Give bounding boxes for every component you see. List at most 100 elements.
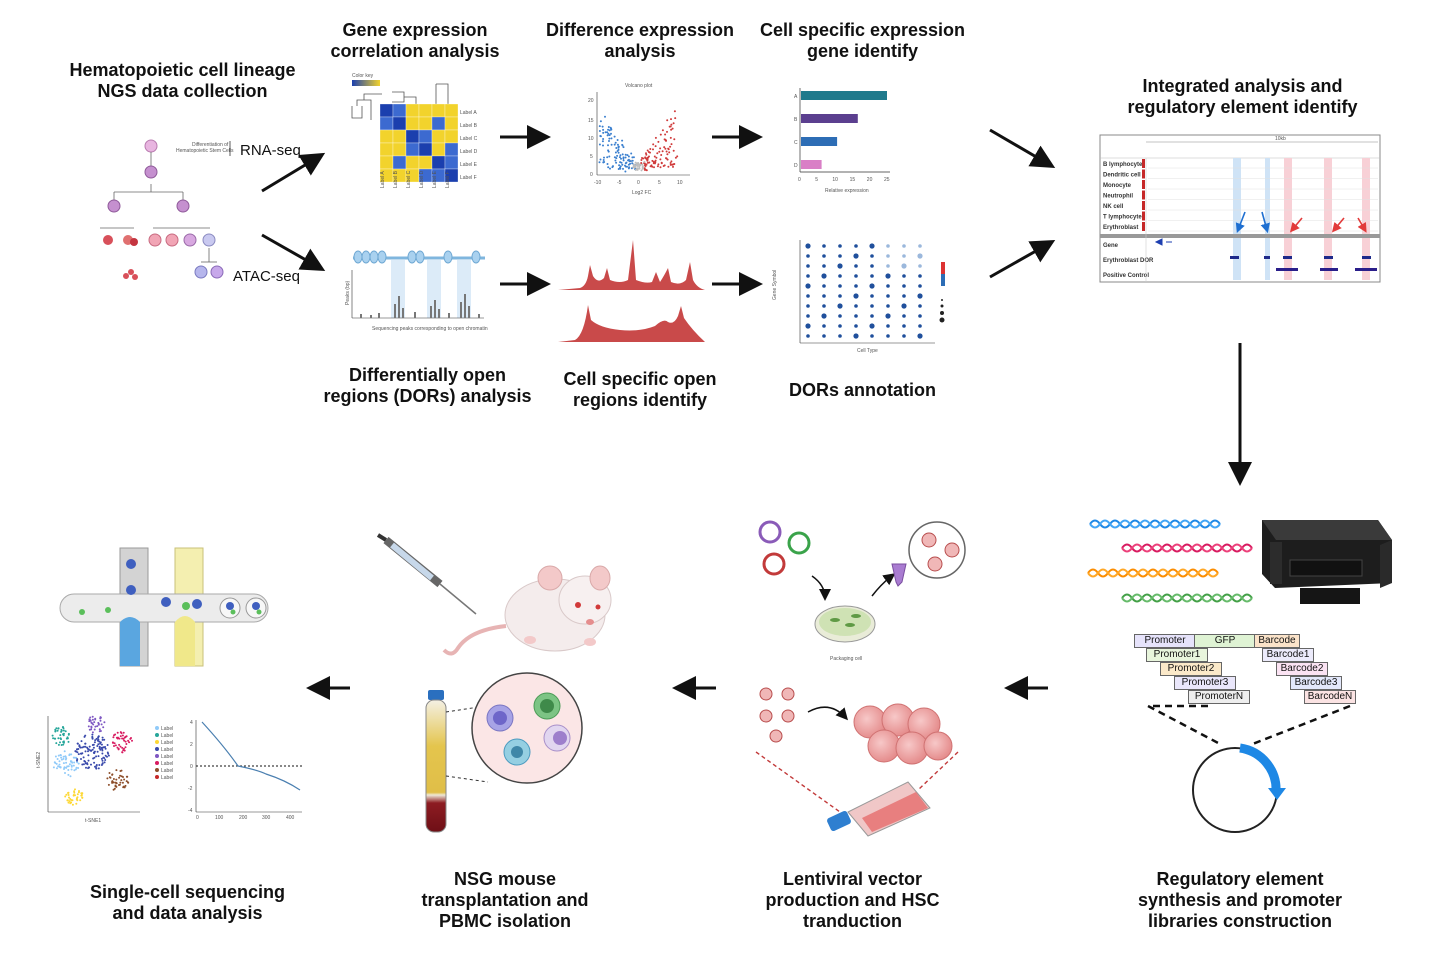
tsne-point: [60, 744, 63, 746]
volcano-point: [673, 138, 676, 141]
bar-category-label: A: [794, 94, 798, 100]
tsne-point: [107, 754, 110, 757]
bar-category-label: C: [794, 140, 798, 146]
tsne-point: [62, 743, 65, 746]
tsne-point: [114, 784, 117, 787]
lentiviral-production: Packaging cell: [755, 520, 966, 837]
tsne-point: [111, 773, 114, 776]
heatmap-cell: [405, 103, 420, 118]
dot: [822, 264, 826, 268]
tsne-legend-label: Label: [161, 733, 173, 739]
dot: [917, 293, 923, 299]
heatmap-col-label: Label F: [445, 171, 451, 188]
tsne-point: [91, 737, 94, 740]
volcano-point: [636, 167, 639, 170]
heatmap-row-label: Label C: [460, 136, 478, 142]
tsne-point: [63, 766, 66, 769]
tsne-point: [81, 796, 84, 799]
volcano-x-label: Log2 FC: [632, 190, 652, 196]
heatmap-row-label: Label E: [460, 162, 478, 168]
volcano-point: [669, 162, 672, 164]
volcano-point: [636, 164, 639, 166]
cell-specific-peaks: [558, 240, 705, 342]
peak-bar: [370, 315, 372, 318]
tsne-point: [94, 739, 97, 742]
volcano-point: [638, 167, 641, 170]
volcano-point: [619, 165, 622, 168]
tsne-point: [62, 729, 65, 732]
arrow-rna-seq: [261, 152, 326, 193]
tsne-point: [123, 739, 126, 742]
tsne-point: [77, 748, 80, 750]
volcano-point: [610, 127, 613, 130]
tsne-point: [67, 733, 70, 736]
tsne-point: [52, 766, 55, 769]
heatmap-cell: [405, 142, 420, 157]
tsne-point: [67, 773, 70, 776]
volcano-point: [668, 125, 671, 128]
heatmap-cell: [392, 129, 407, 144]
volcano-point: [646, 156, 649, 159]
tsne-point: [84, 745, 87, 748]
volcano-point: [631, 156, 634, 159]
tsne-point: [58, 760, 61, 763]
title-gene-correlation: Gene expression correlation analysis: [330, 20, 500, 61]
dot: [806, 304, 810, 308]
tsne-legend-marker: [155, 754, 159, 758]
track-bottom-label: Gene: [1103, 243, 1119, 249]
volcano-point: [616, 143, 619, 146]
svg-text:15: 15: [588, 118, 594, 124]
peak-bar: [464, 294, 466, 318]
peak-bar: [478, 314, 480, 318]
svg-text:4: 4: [190, 720, 193, 726]
tsne-point: [83, 745, 85, 748]
volcano-point: [608, 140, 610, 142]
heatmap-cell: [405, 155, 420, 170]
tsne-point: [92, 751, 95, 754]
volcano-point: [645, 169, 648, 172]
tsne-point: [114, 744, 117, 747]
peak-bar: [438, 309, 440, 318]
tsne-point: [119, 770, 122, 772]
heatmap-col-label: Label A: [380, 171, 386, 188]
tsne-point: [70, 753, 73, 756]
volcano-point: [617, 168, 620, 170]
volcano-point: [643, 168, 646, 171]
heatmap-row-label: Label D: [460, 149, 478, 155]
title-ngs: Hematopoietic cell lineage NGS data coll…: [69, 60, 296, 101]
dot: [918, 304, 922, 308]
volcano-point: [607, 126, 610, 128]
volcano-point: [629, 162, 632, 165]
peak-bars: [360, 294, 480, 318]
bar-tick-label: 0: [798, 177, 801, 183]
volcano-point: [624, 170, 627, 173]
volcano-point: [611, 166, 614, 169]
dot: [838, 244, 842, 248]
dot: [902, 294, 906, 298]
tsne-point: [88, 766, 91, 769]
volcano-point: [660, 162, 663, 165]
dot: [838, 314, 842, 318]
track-row-label: Dendritic cell: [1103, 173, 1141, 179]
volcano-point: [615, 147, 618, 149]
heatmap-cell: [444, 103, 459, 118]
tsne-point: [88, 728, 91, 731]
tsne-point: [117, 748, 120, 751]
tsne-point: [112, 778, 115, 780]
volcano-point: [625, 161, 628, 164]
tsne-point: [56, 729, 59, 732]
tsne-point: [118, 737, 121, 740]
tsne-point: [74, 768, 77, 771]
svg-text:10kb: 10kb: [1275, 136, 1286, 142]
dors-dot-plot: Cell Type Gene Symbol: [772, 240, 945, 354]
tsne-legend-marker: [155, 747, 159, 751]
peaks-y-label: Peaks (bp): [345, 280, 351, 305]
tsne-point: [127, 739, 130, 742]
library-barcode3: Barcode3: [1290, 676, 1342, 690]
heatmap-cell: [444, 129, 459, 144]
volcano-points: [598, 110, 679, 173]
dot: [805, 323, 811, 329]
dot: [902, 314, 906, 318]
